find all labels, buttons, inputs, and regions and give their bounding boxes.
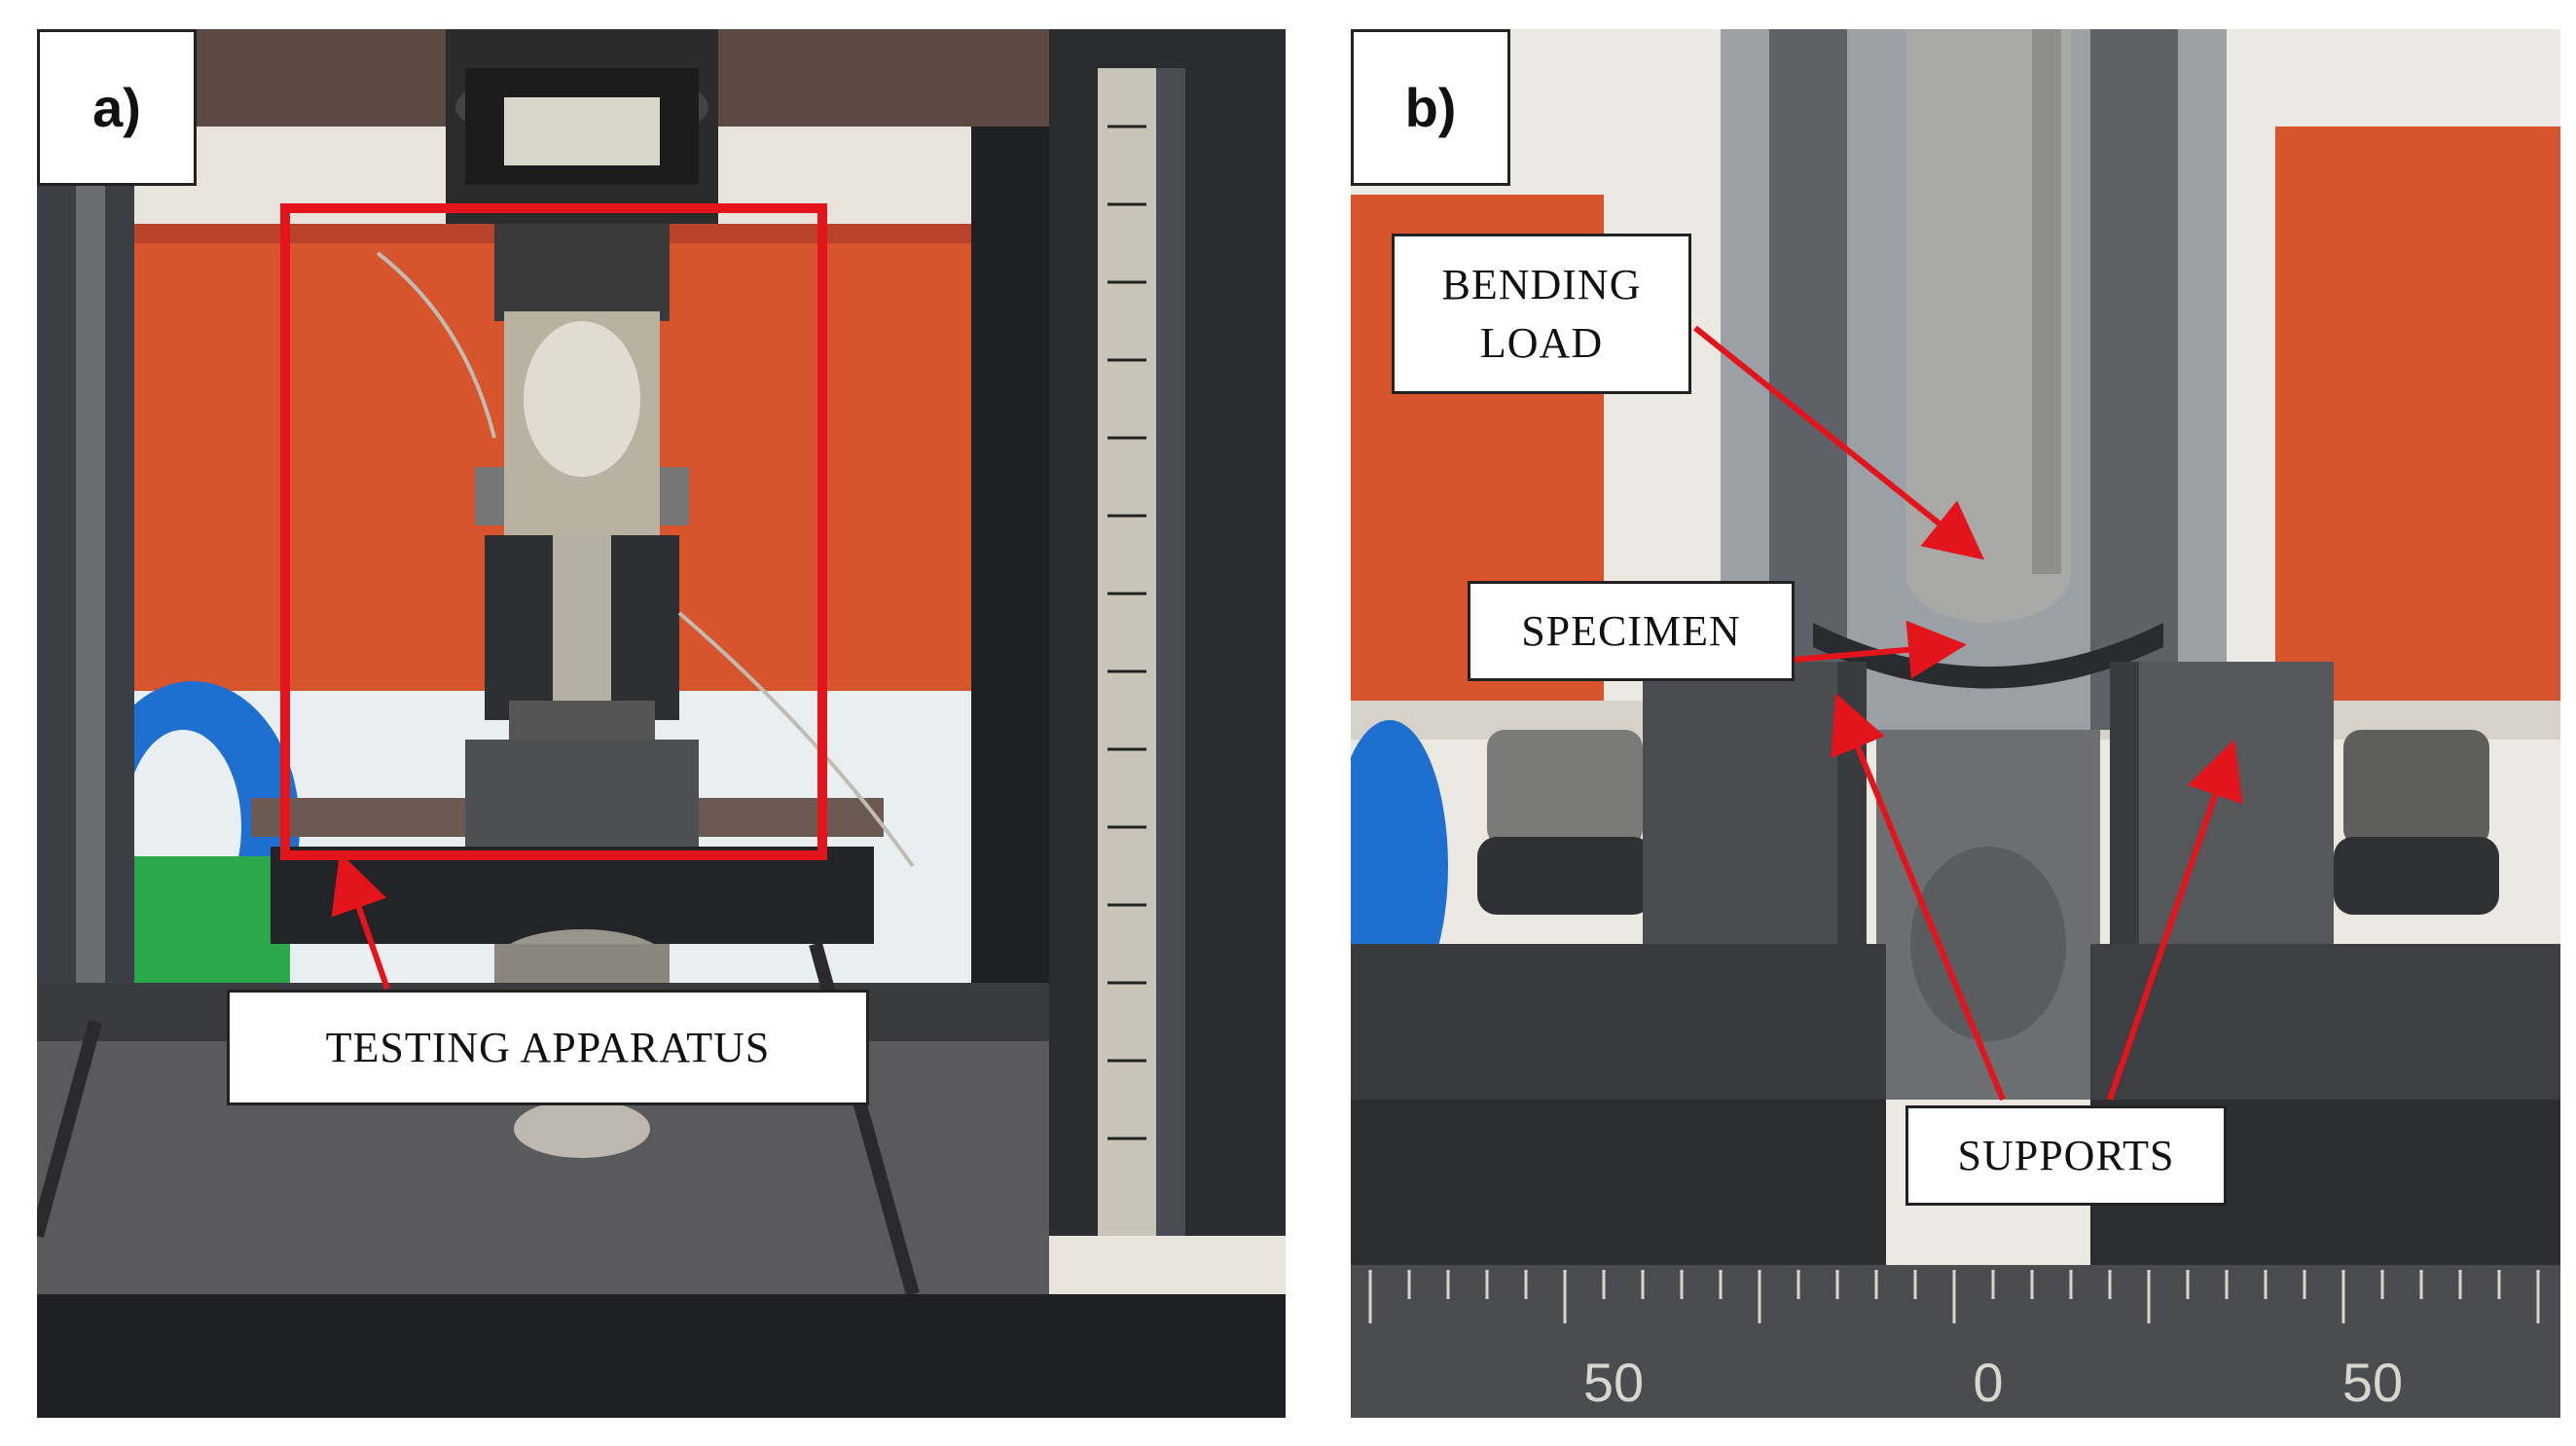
ruler-label-center: 0 [1973, 1352, 2003, 1413]
photo-panel-a [37, 29, 1286, 1418]
supports-label: SUPPORTS [1905, 1105, 2227, 1206]
bending-load-line-1: BENDING [1441, 261, 1642, 309]
panel-letter-a: a) [37, 29, 197, 186]
testing-machine-photo [37, 29, 1286, 1418]
ruler-label-right: 50 [2342, 1352, 2403, 1413]
bending-load-label: BENDING LOAD [1392, 234, 1691, 394]
panel-letter-b: b) [1351, 29, 1510, 186]
specimen-label: SPECIMEN [1468, 581, 1795, 681]
ruler-label-left: 50 [1583, 1352, 1644, 1413]
bending-load-line-2: LOAD [1479, 318, 1604, 367]
testing-apparatus-label: TESTING APPARATUS [227, 990, 869, 1105]
